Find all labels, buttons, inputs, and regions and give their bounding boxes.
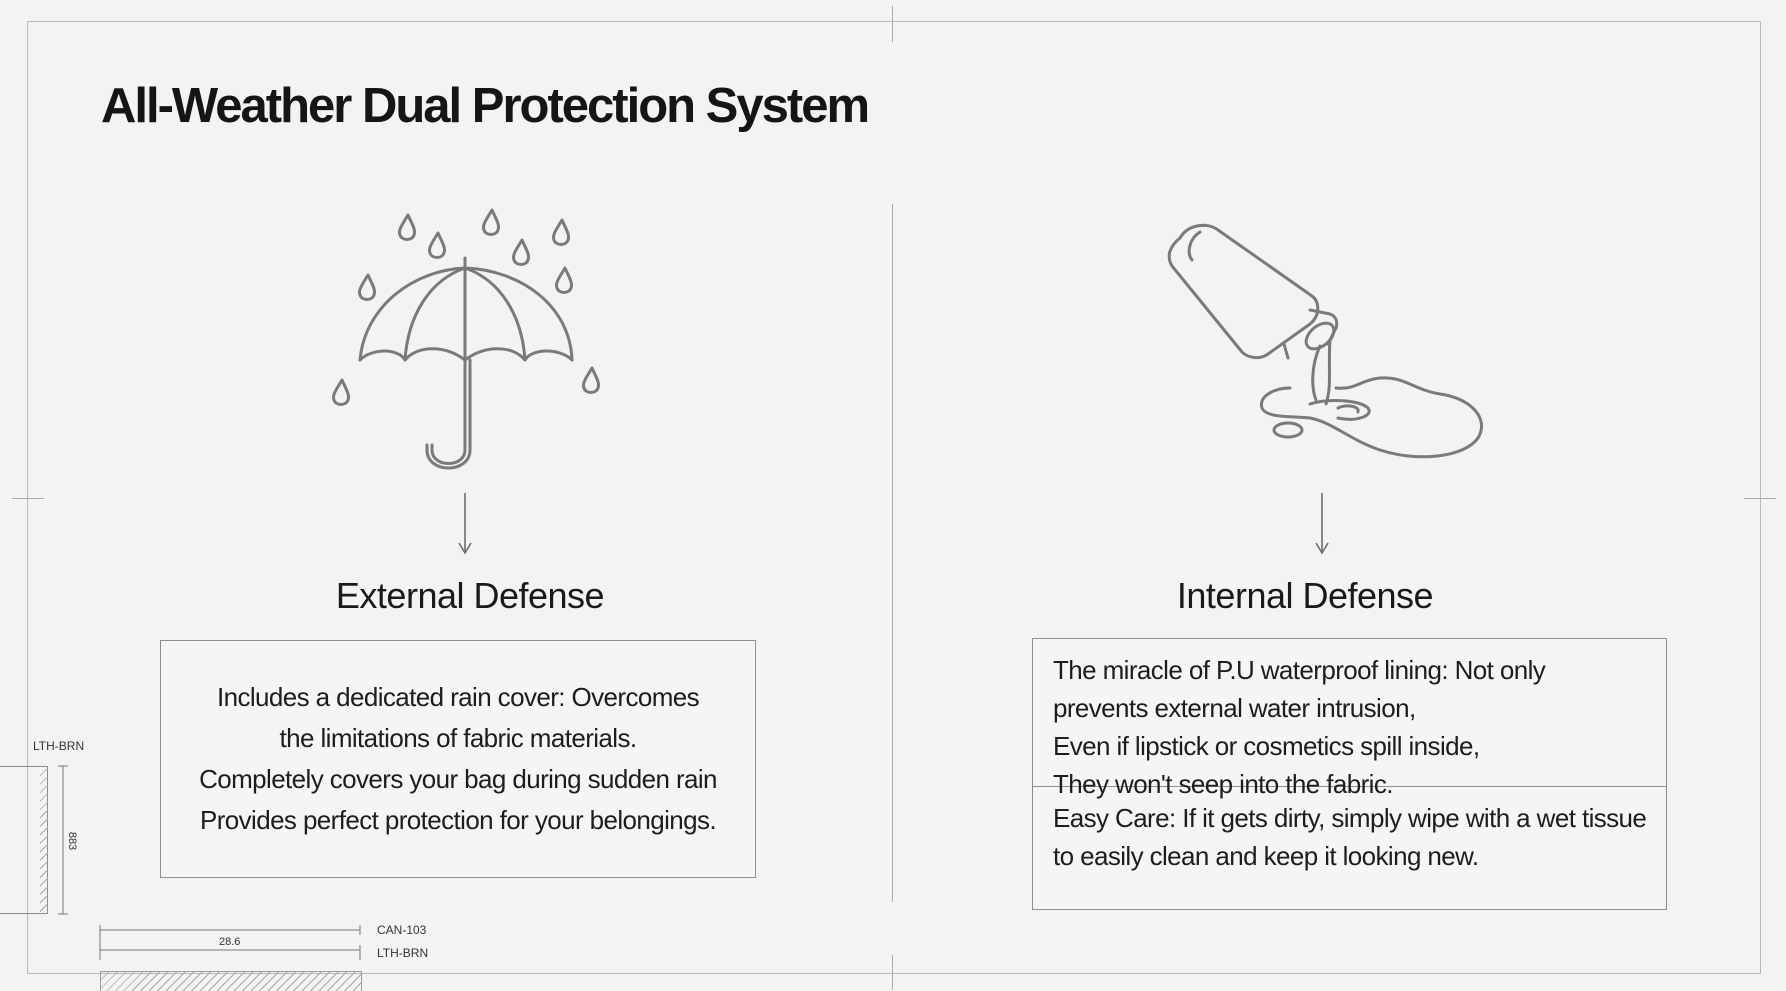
umbrella-rain-icon [320,200,620,470]
easy-care-section: Easy Care: If it gets dirty, simply wipe… [1033,787,1666,875]
vertical-dimension-label: 883 [66,831,79,851]
horizontal-dimension-label: 28.6 [219,936,241,948]
lining-section: The miracle of P.U waterproof lining: No… [1033,639,1666,799]
text-line: to easily clean and keep it looking new. [1053,841,1479,871]
external-defense-box: Includes a dedicated rain cover: Overcom… [160,640,756,878]
horizontal-dimension-lines [99,920,370,960]
text-line: Provides perfect protection for your bel… [199,805,717,835]
text-line: Includes a dedicated rain cover: Overcom… [216,682,700,712]
text-line: Even if lipstick or cosmetics spill insi… [1053,731,1480,761]
bottom-hatch-block [100,971,362,991]
down-arrow-icon [455,493,475,555]
internal-defense-box: The miracle of P.U waterproof lining: No… [1032,638,1667,910]
text-line: the limitations of fabric materials. [279,723,638,753]
side-hatch-strip [40,768,48,912]
top-center-tick [892,6,893,42]
external-defense-heading: External Defense [335,575,605,616]
internal-defense-heading: Internal Defense [1176,575,1434,616]
right-crosshair-tick [1744,498,1776,499]
text-line: prevents external water intrusion, [1053,693,1416,723]
blueprint-frame [27,21,1761,974]
vertical-dimension-line [56,765,70,915]
down-arrow-icon [1312,493,1332,555]
center-divider [892,204,893,902]
page-title: All-Weather Dual Protection System [101,79,870,133]
text-line: The miracle of P.U waterproof lining: No… [1053,655,1546,685]
code-label-lth: LTH-BRN [377,946,429,960]
raindrop-icon [332,208,600,406]
text-line: Easy Care: If it gets dirty, simply wipe… [1053,803,1647,833]
spilled-bottle-icon [1160,218,1490,478]
text-line: They won't seep into the fabric. [1053,769,1393,799]
code-label-can: CAN-103 [377,923,427,937]
left-crosshair-tick [12,498,44,499]
side-label: LTH-BRN [33,739,85,753]
bottom-center-tick [892,955,893,990]
text-line: Completely covers your bag during sudden… [199,764,717,794]
